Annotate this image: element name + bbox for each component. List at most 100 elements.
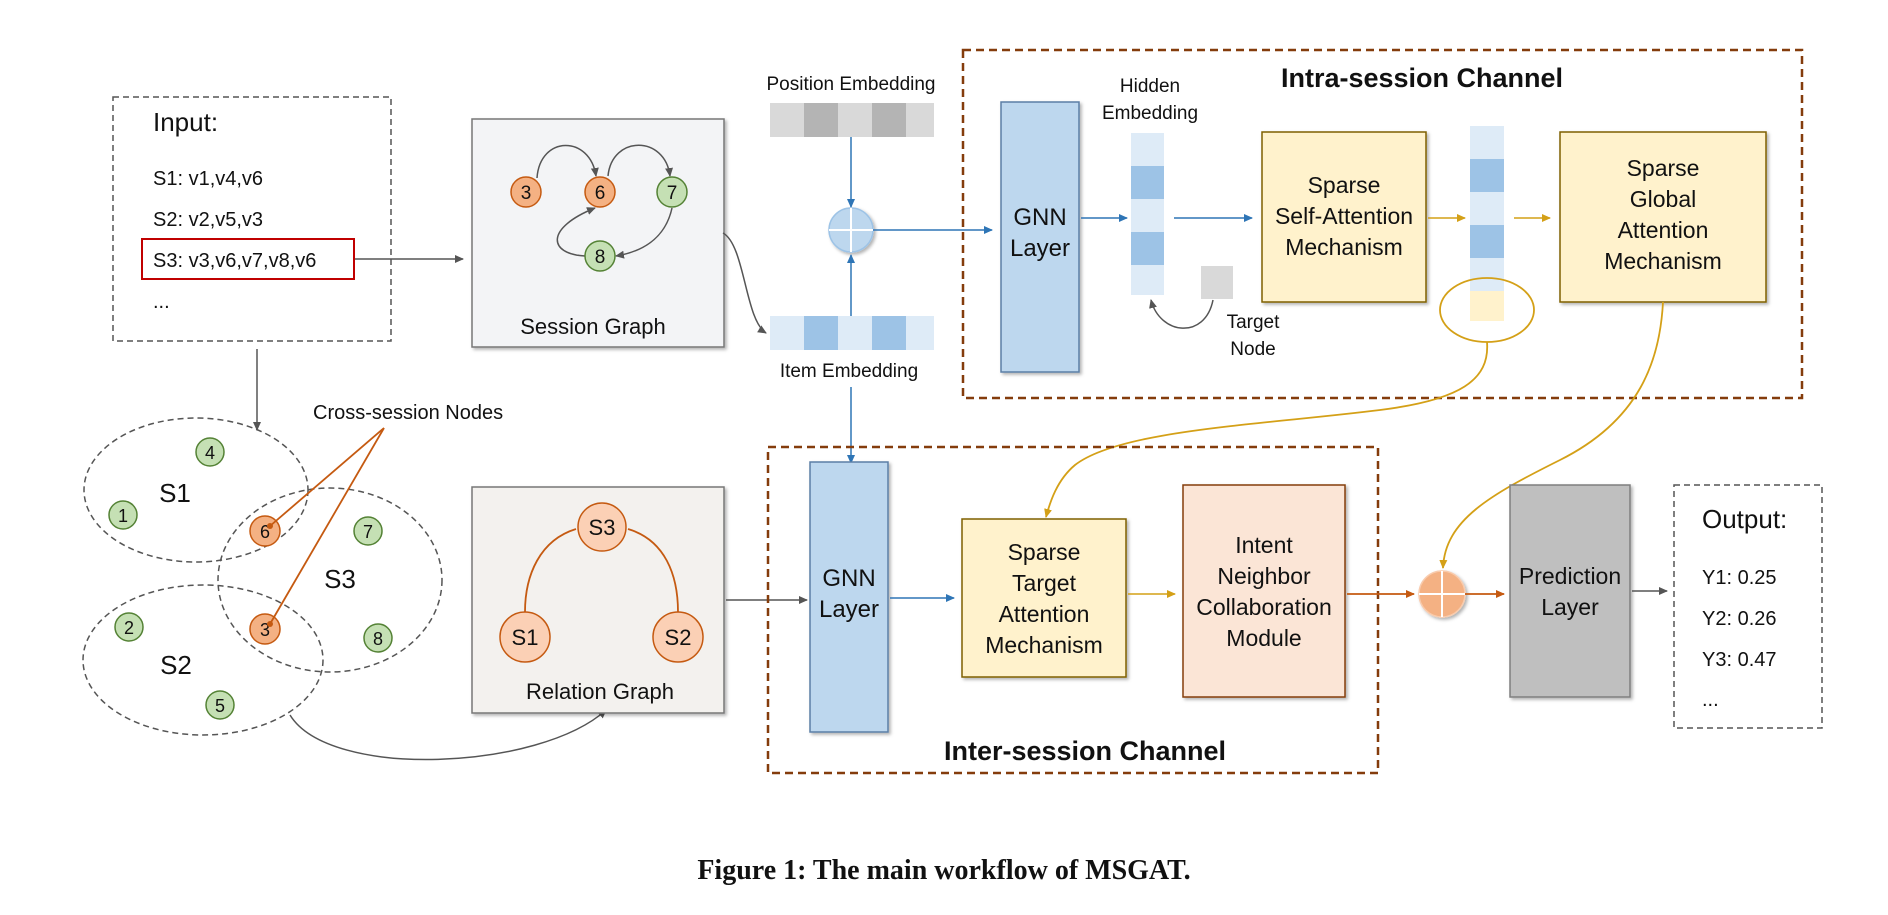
input-line-s2: S2: v2,v5,v3: [153, 209, 263, 231]
pointer-node-3: [269, 427, 385, 625]
arrow-session-to-item: [722, 232, 767, 334]
arrow-global-attention-to-sum: [1439, 301, 1664, 569]
session-graph-box: 3 6 7 8 Session Graph: [471, 118, 725, 348]
svg-text:3: 3: [521, 183, 532, 204]
output-y3: Y3: 0.47: [1702, 649, 1777, 671]
svg-text:Mechanism: Mechanism: [985, 632, 1103, 658]
item-embedding-label: Item Embedding: [780, 361, 918, 382]
cross-node-3: [249, 613, 281, 645]
edge-3-6: [536, 144, 599, 179]
svg-text:Intent: Intent: [1235, 532, 1293, 558]
arrow-sets-to-relation: [289, 709, 607, 761]
output-y2: Y2: 0.26: [1702, 608, 1777, 630]
inter-gnn-layer: [809, 461, 889, 733]
cross-node-7: [353, 516, 383, 546]
cross-node-4: [195, 437, 225, 467]
svg-text:GNN: GNN: [822, 565, 875, 592]
session-node-7: [656, 176, 688, 208]
svg-text:Layer: Layer: [819, 596, 879, 623]
svg-text:4: 4: [205, 443, 215, 463]
intra-session-channel: Intra-session Channel GNN Layer Hidden E…: [961, 48, 1804, 400]
set-label-s2: S2: [160, 650, 192, 680]
svg-text:3: 3: [260, 620, 270, 640]
arrow-target-to-hidden: [1149, 299, 1214, 329]
svg-text:Neighbor: Neighbor: [1217, 563, 1311, 589]
intra-gnn-layer: [1000, 101, 1080, 373]
target-node-label-1: Target: [1227, 312, 1281, 333]
svg-text:5: 5: [215, 696, 225, 716]
set-label-s1: S1: [159, 478, 191, 508]
svg-text:Target: Target: [1012, 570, 1077, 596]
hidden-embedding-label-1: Hidden: [1120, 76, 1180, 97]
pointer-node-6: [269, 427, 385, 527]
svg-text:7: 7: [363, 522, 373, 542]
svg-text:Sparse: Sparse: [1308, 172, 1381, 198]
relation-node-s1: [499, 611, 551, 663]
cross-node-2: [114, 612, 144, 642]
target-node-label-2: Node: [1230, 339, 1275, 360]
svg-text:Module: Module: [1226, 625, 1301, 651]
figure-caption: Figure 1: The main workflow of MSGAT.: [697, 855, 1191, 886]
svg-text:7: 7: [667, 183, 678, 204]
target-node-box: [1201, 266, 1233, 299]
svg-text:Mechanism: Mechanism: [1285, 234, 1403, 260]
svg-text:S3: S3: [589, 515, 616, 540]
cross-node-1: [108, 500, 138, 530]
workflow-diagram: Input: S1: v1,v4,v6 S2: v2,v5,v3 S3: v3,…: [82, 48, 1823, 775]
svg-text:8: 8: [373, 629, 383, 649]
prediction-layer-box: [1509, 484, 1631, 698]
arrow-target-item-to-target-attention: [1044, 341, 1488, 518]
svg-text:2: 2: [124, 618, 134, 638]
sum-operator-bottom: [1418, 570, 1466, 618]
output-more: ...: [1702, 689, 1719, 711]
svg-text:6: 6: [595, 183, 606, 204]
svg-text:Collaboration: Collaboration: [1196, 594, 1332, 620]
input-box: Input: S1: v1,v4,v6 S2: v2,v5,v3 S3: v3,…: [112, 96, 392, 342]
hidden-embedding-bar: [1131, 133, 1164, 295]
position-embedding-bar: [770, 103, 934, 137]
input-line-s1: S1: v1,v4,v6: [153, 168, 263, 190]
svg-text:Sparse: Sparse: [1627, 155, 1700, 181]
sparse-self-attention-box: [1261, 131, 1427, 303]
input-line-more: ...: [153, 291, 170, 313]
edge-6-7: [607, 144, 673, 177]
svg-text:S2: S2: [665, 625, 692, 650]
intra-channel-title: Intra-session Channel: [1281, 63, 1563, 93]
sparse-global-attention-box: [1559, 131, 1767, 303]
inter-channel-title: Inter-session Channel: [944, 736, 1226, 766]
svg-text:8: 8: [595, 247, 606, 268]
input-highlight: [141, 238, 355, 280]
svg-text:Self-Attention: Self-Attention: [1275, 203, 1413, 229]
svg-text:Layer: Layer: [1541, 594, 1599, 620]
input-title: Input:: [153, 107, 218, 137]
svg-text:Layer: Layer: [1010, 235, 1070, 262]
session-node-3: [510, 176, 542, 208]
sparse-target-attention-box: [961, 518, 1127, 678]
output-box: Output: Y1: 0.25 Y2: 0.26 Y3: 0.47 ...: [1673, 484, 1823, 729]
relation-node-s2: [652, 611, 704, 663]
output-title: Output:: [1702, 504, 1787, 534]
session-node-6: [584, 176, 616, 208]
cross-session-sets: S1 S3 S2 4 1 6 7 2 3 8 5 Cross-session N…: [82, 402, 503, 736]
edge-8-6: [556, 207, 596, 257]
attention-output-bar: [1470, 126, 1504, 321]
inter-session-channel: Inter-session Channel GNN Layer Sparse T…: [766, 445, 1380, 775]
session-node-8: [584, 240, 616, 272]
svg-text:Attention: Attention: [1618, 217, 1709, 243]
svg-text:S1: S1: [512, 625, 539, 650]
relation-node-s3: [577, 502, 627, 552]
svg-text:Sparse: Sparse: [1008, 539, 1081, 565]
set-label-s3: S3: [324, 564, 356, 594]
svg-text:GNN: GNN: [1013, 204, 1066, 231]
svg-text:1: 1: [118, 506, 128, 526]
svg-text:6: 6: [260, 522, 270, 542]
relation-graph-label: Relation Graph: [526, 679, 674, 704]
position-embedding-label: Position Embedding: [767, 74, 936, 95]
output-y1: Y1: 0.25: [1702, 567, 1777, 589]
svg-text:Attention: Attention: [999, 601, 1090, 627]
hidden-embedding-label-2: Embedding: [1102, 103, 1198, 124]
svg-text:Global: Global: [1630, 186, 1696, 212]
set-s2: [82, 584, 324, 736]
svg-text:Prediction: Prediction: [1519, 563, 1621, 589]
item-embedding-bar: [770, 316, 934, 350]
